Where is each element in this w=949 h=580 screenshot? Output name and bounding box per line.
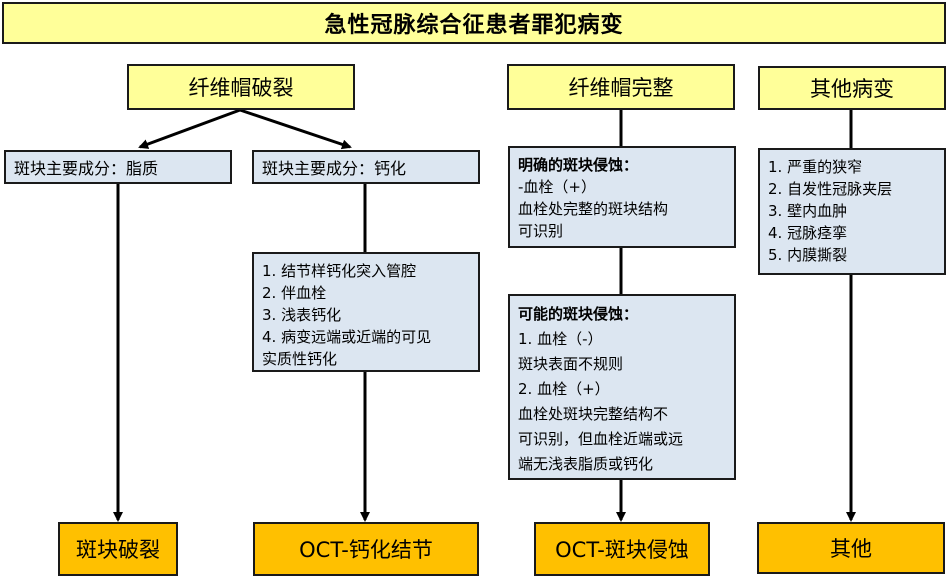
other-criterion: 3. 壁内血肿 xyxy=(768,202,848,220)
calcified-criteria-box: 1. 结节样钙化突入管腔 2. 伴血栓 3. 浅表钙化 4. 病变远端或近端的可… xyxy=(252,252,480,372)
diagram-title: 急性冠脉综合征患者罪犯病变 xyxy=(2,2,946,44)
branch-calcified: 斑块主要成分：钙化 xyxy=(252,150,480,184)
probable-erosion-heading: 可能的斑块侵蚀： xyxy=(518,305,639,323)
branch-lipid: 斑块主要成分：脂质 xyxy=(4,150,232,184)
calcified-criterion: 1. 结节样钙化突入管腔 xyxy=(262,262,417,280)
arrow-to-calcified xyxy=(239,108,352,150)
other-criterion: 5. 内膜撕裂 xyxy=(768,246,848,264)
calcified-criterion: 2. 伴血栓 xyxy=(262,284,327,302)
definite-erosion-line: 血栓处完整的斑块结构 xyxy=(518,200,669,218)
definite-erosion-line: -血栓（+） xyxy=(518,178,596,196)
outcome-calcified-nodule: OCT-钙化结节 xyxy=(253,522,479,576)
probable-erosion-line: 1. 血栓（-） xyxy=(518,330,603,348)
definite-erosion-box: 明确的斑块侵蚀： -血栓（+） 血栓处完整的斑块结构 可识别 xyxy=(508,146,736,248)
probable-erosion-line: 端无浅表脂质或钙化 xyxy=(518,455,654,473)
probable-erosion-line: 血栓处斑块完整结构不 xyxy=(518,405,669,423)
calcified-criterion: 3. 浅表钙化 xyxy=(262,306,342,324)
probable-erosion-line: 可识别，但血栓近端或远 xyxy=(518,430,684,448)
outcome-plaque-erosion: OCT-斑块侵蚀 xyxy=(534,522,710,576)
definite-erosion-heading: 明确的斑块侵蚀： xyxy=(518,156,639,174)
probable-erosion-line: 2. 血栓（+） xyxy=(518,380,610,398)
category-fibrous-cap-intact: 纤维帽完整 xyxy=(507,64,735,110)
other-criterion: 4. 冠脉痉挛 xyxy=(768,224,848,242)
probable-erosion-line: 斑块表面不规则 xyxy=(518,355,624,373)
other-criteria-box: 1. 严重的狭窄 2. 自发性冠脉夹层 3. 壁内血肿 4. 冠脉痉挛 5. 内… xyxy=(758,148,946,275)
other-criterion: 2. 自发性冠脉夹层 xyxy=(768,180,893,198)
outcome-plaque-rupture: 斑块破裂 xyxy=(58,522,178,576)
arrow-to-lipid xyxy=(138,108,241,149)
category-fibrous-cap-rupture: 纤维帽破裂 xyxy=(127,64,355,110)
category-other-lesions: 其他病变 xyxy=(758,66,946,110)
outcome-other: 其他 xyxy=(757,522,945,574)
definite-erosion-line: 可识别 xyxy=(518,222,564,240)
probable-erosion-box: 可能的斑块侵蚀： 1. 血栓（-） 斑块表面不规则 2. 血栓（+） 血栓处斑块… xyxy=(508,294,736,480)
other-criterion: 1. 严重的狭窄 xyxy=(768,158,863,176)
calcified-criterion: 实质性钙化 xyxy=(262,350,338,368)
calcified-criterion: 4. 病变远端或近端的可见 xyxy=(262,328,432,346)
